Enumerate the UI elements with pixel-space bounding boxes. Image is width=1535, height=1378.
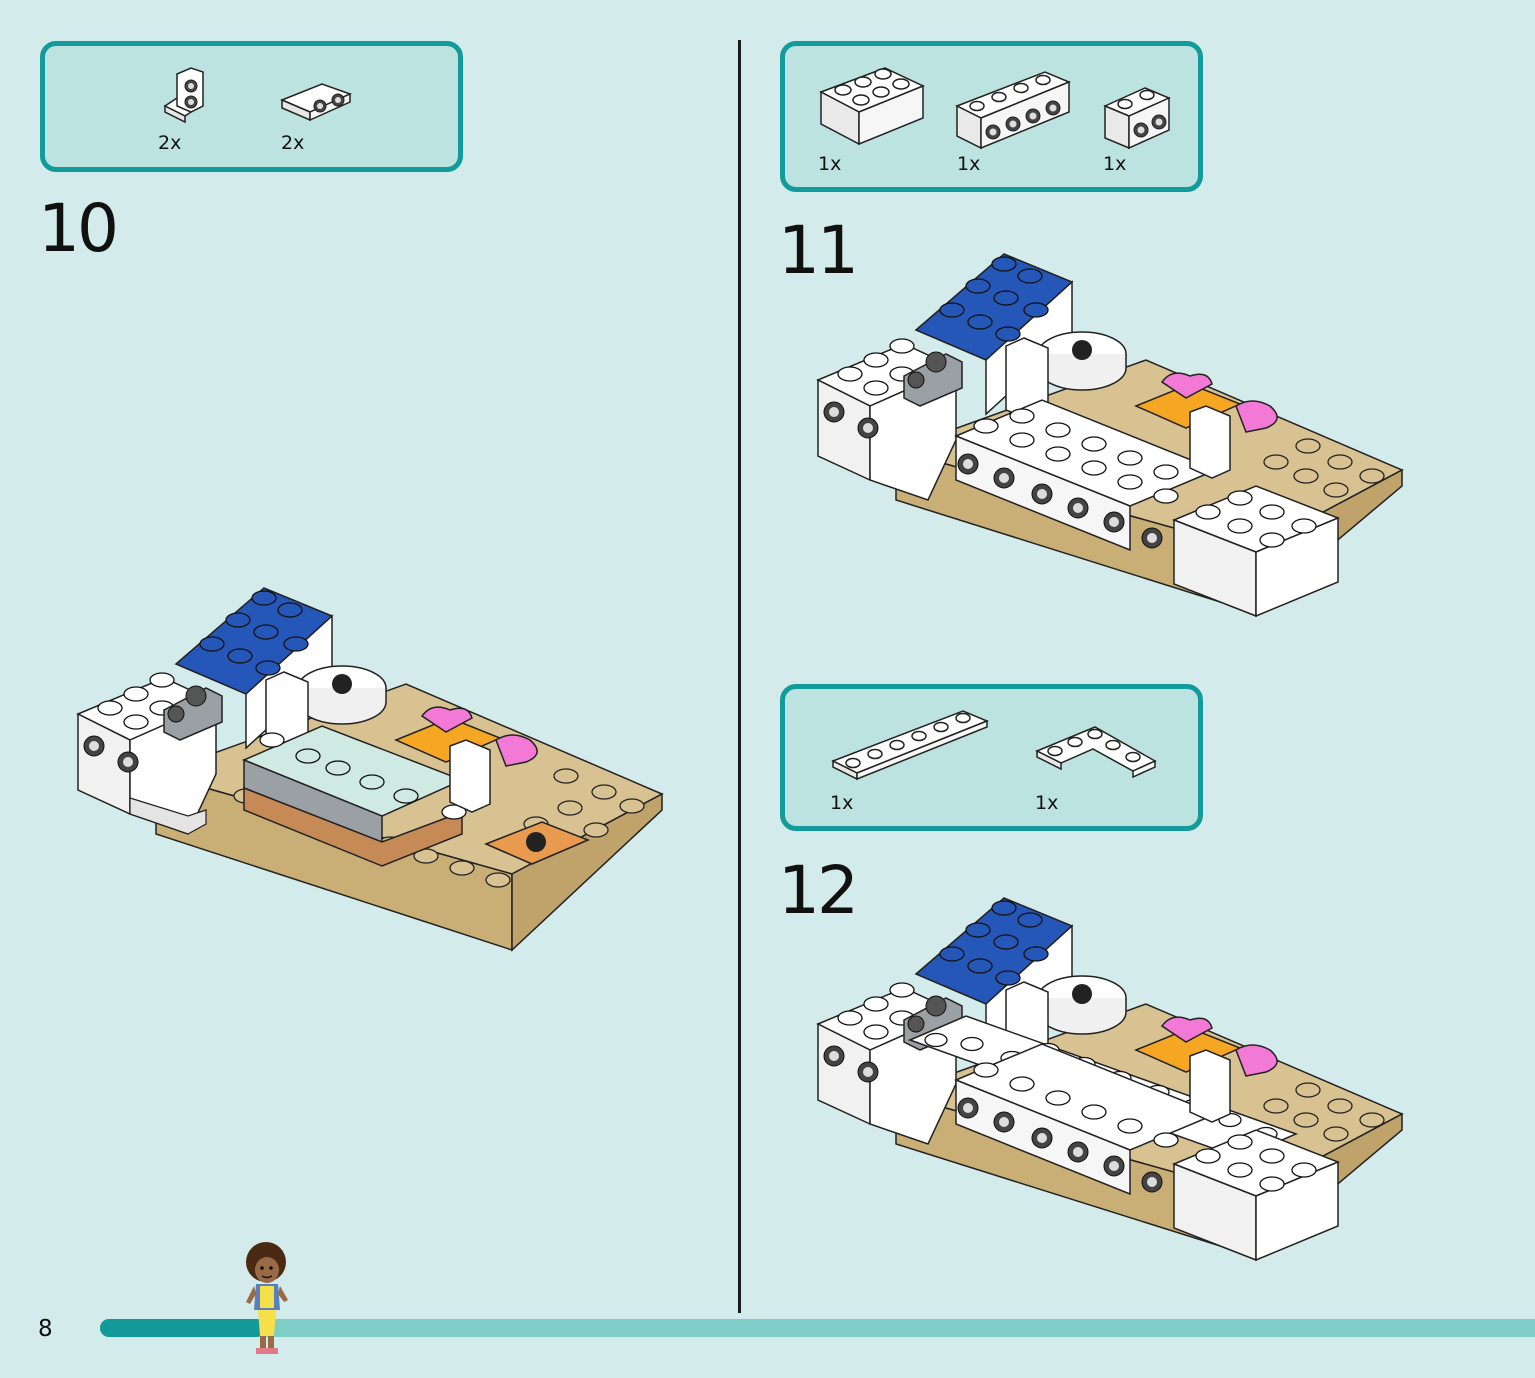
bracket-1x2-up-icon — [157, 67, 209, 130]
bracket-1x2-down-icon — [280, 80, 354, 126]
parts-box-step-11: 1x 1x 1x — [780, 41, 1203, 192]
parts-box-step-12: 1x 1x — [780, 684, 1203, 831]
model-step-12 — [816, 894, 1406, 1264]
progress-bar — [100, 1319, 1535, 1337]
part-qty: 2x — [158, 132, 182, 154]
brick-1x4-side-studs-icon — [953, 68, 1073, 150]
minifigure-icon — [240, 1240, 296, 1362]
part-qty: 1x — [830, 792, 854, 814]
page-number: 8 — [38, 1316, 53, 1342]
plate-1x6-icon — [829, 705, 991, 781]
progress-bar-fill — [100, 1319, 266, 1337]
part-qty: 1x — [1103, 153, 1127, 175]
part-qty: 1x — [1035, 792, 1059, 814]
brick-2x3-icon — [817, 64, 927, 146]
model-step-10 — [76, 584, 666, 954]
step-number: 10 — [38, 190, 119, 267]
part-qty: 1x — [957, 153, 981, 175]
brick-1x2-side-studs-icon — [1101, 84, 1173, 150]
column-divider — [738, 40, 741, 1313]
step-number: 12 — [778, 852, 859, 929]
plate-corner-icon — [1033, 723, 1159, 787]
parts-box-step-10: 2x 2x — [40, 41, 463, 172]
part-qty: 1x — [818, 153, 842, 175]
part-qty: 2x — [281, 132, 305, 154]
model-step-11 — [816, 250, 1406, 620]
step-number: 11 — [778, 212, 859, 289]
